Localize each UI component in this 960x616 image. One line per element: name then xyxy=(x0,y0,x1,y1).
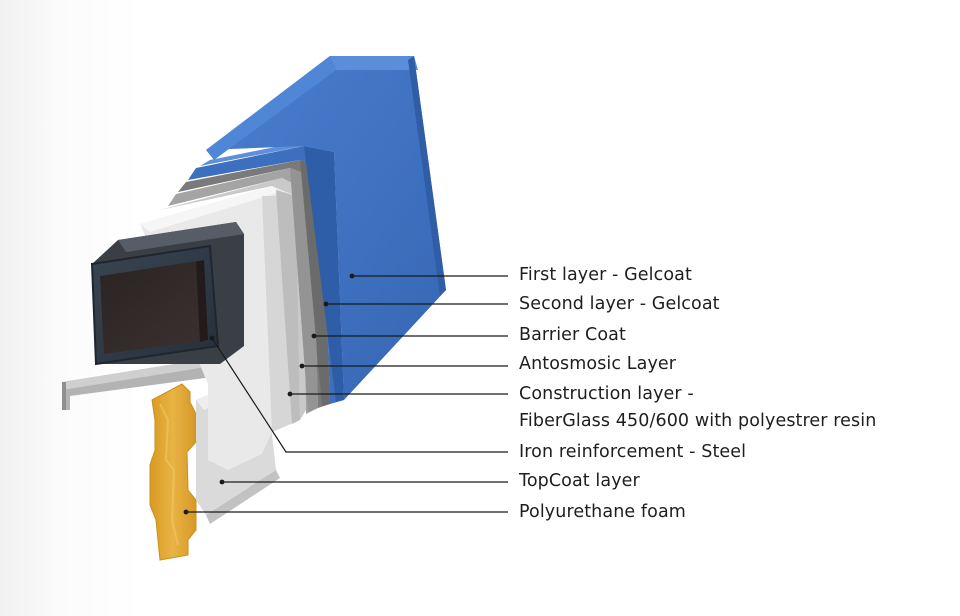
second-gelcoat-shape xyxy=(188,142,344,404)
leader-dot-antosmosic xyxy=(299,363,305,369)
label-polyurethane-foam: Polyurethane foam xyxy=(519,502,686,522)
label-iron-reinforcement: Iron reinforcement - Steel xyxy=(519,442,747,462)
leader-line-iron xyxy=(211,337,508,453)
label-topcoat-layer: TopCoat layer xyxy=(519,471,640,491)
label-construction-layer-detail: FiberGlass 450/600 with polyestrer resin xyxy=(519,411,877,431)
label-barrier-coat: Barrier Coat xyxy=(519,325,626,345)
label-antosmosic-layer: Antosmosic Layer xyxy=(519,354,677,374)
leader-dot-first-layer xyxy=(349,273,355,279)
first-gelcoat-shape xyxy=(206,56,446,400)
leader-dot-construction xyxy=(287,391,293,397)
label-first-layer: First layer - Gelcoat xyxy=(519,265,692,285)
leader-dot-foam xyxy=(183,509,189,515)
label-construction-layer: Construction layer - xyxy=(519,384,694,404)
label-second-layer: Second layer - Gelcoat xyxy=(519,294,720,314)
leader-dot-topcoat xyxy=(219,479,225,485)
leader-dot-iron xyxy=(209,335,215,341)
leader-dot-barrier-coat xyxy=(311,333,317,339)
leader-dot-second-layer xyxy=(323,301,329,307)
iron-reinforcement-shape xyxy=(90,222,244,366)
polyurethane-foam-shape xyxy=(149,383,197,561)
